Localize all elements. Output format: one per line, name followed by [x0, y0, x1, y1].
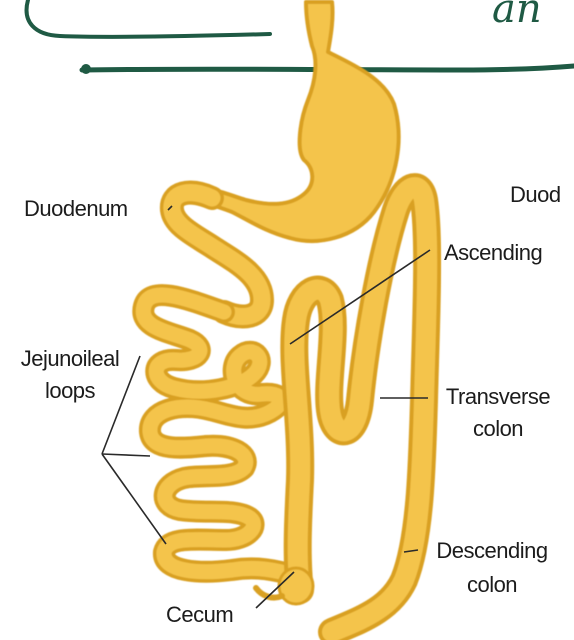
label-cecum: Cecum: [166, 602, 233, 628]
label-jejunoileal-line1: Jejunoileal: [6, 346, 134, 372]
label-jejunoileal-line2: loops: [6, 378, 134, 404]
label-jejunoileal-loops: Jejunoileal loops: [6, 346, 134, 404]
label-ascending-colon: Ascending: [444, 240, 542, 266]
label-transverse-line2: colon: [428, 416, 568, 442]
handwritten-annotation: an: [492, 0, 542, 32]
leader-jejunoileal-2: [102, 454, 150, 456]
label-transverse-colon: Transverse colon: [428, 384, 568, 442]
label-descending-line1: Descending: [420, 538, 564, 564]
label-descending-line2: colon: [420, 572, 564, 598]
handwritten-bracket-stroke: [27, 0, 270, 37]
handwritten-dot: [81, 64, 91, 74]
label-descending-colon: Descending colon: [420, 538, 564, 598]
stomach: [208, 2, 399, 241]
label-transverse-line1: Transverse: [428, 384, 568, 410]
label-duodenum: Duodenum: [24, 196, 128, 222]
label-duodenum-right: Duod: [510, 182, 561, 208]
cecum: [279, 568, 313, 604]
